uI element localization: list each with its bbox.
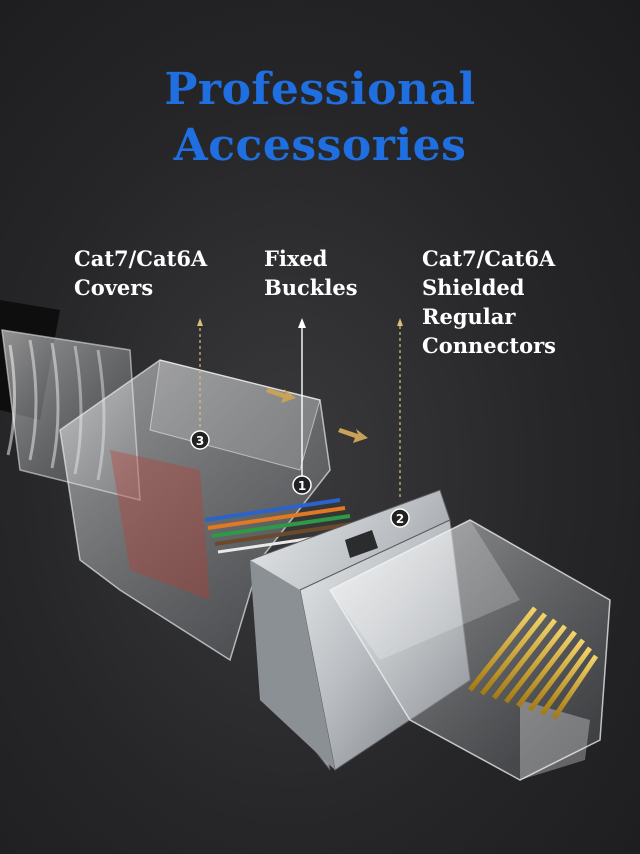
marker-connectors-number: 2 bbox=[396, 512, 404, 526]
label-connectors-line-1: Cat7/Cat6A bbox=[422, 246, 556, 271]
title-line-1: Professional bbox=[164, 64, 476, 115]
arrow-icon-1 bbox=[266, 388, 296, 403]
label-buckles: Fixed Buckles bbox=[264, 244, 358, 302]
label-buckles-line-2: Buckles bbox=[264, 275, 358, 300]
marker-covers: 3 bbox=[190, 430, 210, 450]
marker-buckles-number: 1 bbox=[298, 479, 306, 493]
wire-pairs bbox=[204, 498, 356, 554]
label-covers-line-1: Cat7/Cat6A bbox=[74, 246, 208, 271]
arrow-icon-2 bbox=[338, 428, 368, 443]
label-connectors: Cat7/Cat6A Shielded Regular Connectors bbox=[422, 244, 556, 360]
gold-contacts bbox=[468, 606, 599, 720]
cat7-cover bbox=[59, 359, 331, 662]
label-covers-line-2: Covers bbox=[74, 275, 154, 300]
marker-buckles: 1 bbox=[292, 475, 312, 495]
label-buckles-line-1: Fixed bbox=[264, 246, 328, 271]
direction-arrows bbox=[266, 388, 368, 443]
marker-covers-number: 3 bbox=[196, 434, 204, 448]
rj45-plug bbox=[328, 519, 611, 781]
label-connectors-line-4: Connectors bbox=[422, 333, 556, 358]
title-line-2: Accessories bbox=[173, 120, 467, 171]
marker-connectors: 2 bbox=[390, 508, 410, 528]
leader-lines bbox=[197, 318, 403, 500]
label-connectors-line-2: Shielded bbox=[422, 275, 525, 300]
label-covers: Cat7/Cat6A Covers bbox=[74, 244, 207, 302]
label-connectors-line-3: Regular bbox=[422, 304, 516, 329]
